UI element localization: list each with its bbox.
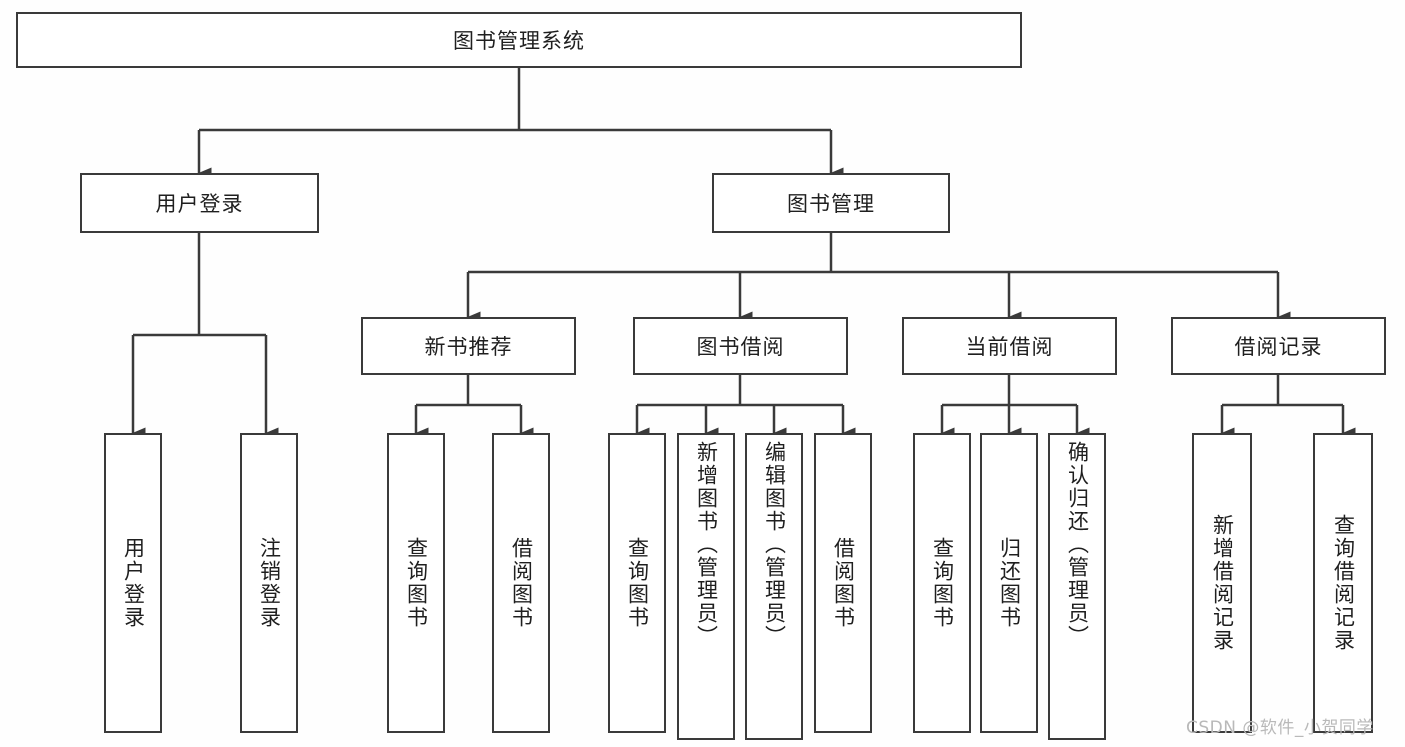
node-new-book-recommend[interactable]: 新书推荐: [361, 317, 576, 375]
node-leaf-edit-book[interactable]: 编辑图书（管理员）: [745, 433, 803, 740]
node-label: 借阅图书: [831, 537, 856, 629]
node-leaf-return-book[interactable]: 归还图书: [980, 433, 1038, 733]
node-leaf-logout[interactable]: 注销登录: [240, 433, 298, 733]
node-leaf-user-login[interactable]: 用户登录: [104, 433, 162, 733]
node-borrow-record[interactable]: 借阅记录: [1171, 317, 1386, 375]
node-label: 查询图书: [625, 537, 650, 629]
node-label: 查询图书: [404, 537, 429, 629]
node-label: 图书管理系统: [453, 29, 585, 53]
node-label: 当前借阅: [965, 335, 1054, 359]
node-leaf-query-book-1[interactable]: 查询图书: [387, 433, 445, 733]
node-label: 确认归还（管理员）: [1065, 441, 1090, 648]
node-leaf-add-book[interactable]: 新增图书（管理员）: [677, 433, 735, 740]
node-label: 归还图书: [997, 537, 1022, 629]
node-leaf-query-book-2[interactable]: 查询图书: [608, 433, 666, 733]
node-label: 图书借阅: [696, 335, 785, 359]
node-label: 查询借阅记录: [1331, 514, 1356, 652]
node-book-borrow[interactable]: 图书借阅: [633, 317, 848, 375]
node-leaf-confirm-return[interactable]: 确认归还（管理员）: [1048, 433, 1106, 740]
node-label: 借阅图书: [509, 537, 534, 629]
node-label: 注销登录: [257, 537, 282, 629]
node-leaf-borrow-book-1[interactable]: 借阅图书: [492, 433, 550, 733]
node-label: 查询图书: [930, 537, 955, 629]
node-leaf-query-book-3[interactable]: 查询图书: [913, 433, 971, 733]
node-book-management[interactable]: 图书管理: [712, 173, 950, 233]
node-user-login[interactable]: 用户登录: [80, 173, 319, 233]
node-current-borrow[interactable]: 当前借阅: [902, 317, 1117, 375]
node-book-management-system[interactable]: 图书管理系统: [16, 12, 1022, 68]
node-label: 新书推荐: [424, 335, 513, 359]
node-label: 用户登录: [155, 192, 244, 216]
node-label: 图书管理: [787, 192, 875, 216]
node-label: 用户登录: [121, 537, 146, 629]
node-label: 新增借阅记录: [1210, 514, 1235, 652]
csdn-watermark: CSDN @软件_小贺同学: [1186, 718, 1374, 738]
node-leaf-add-record[interactable]: 新增借阅记录: [1192, 433, 1252, 733]
node-label: 借阅记录: [1234, 335, 1323, 359]
node-label: 新增图书（管理员）: [694, 441, 719, 648]
node-leaf-borrow-book-2[interactable]: 借阅图书: [814, 433, 872, 733]
node-label: 编辑图书（管理员）: [762, 441, 787, 648]
node-leaf-query-record[interactable]: 查询借阅记录: [1313, 433, 1373, 733]
